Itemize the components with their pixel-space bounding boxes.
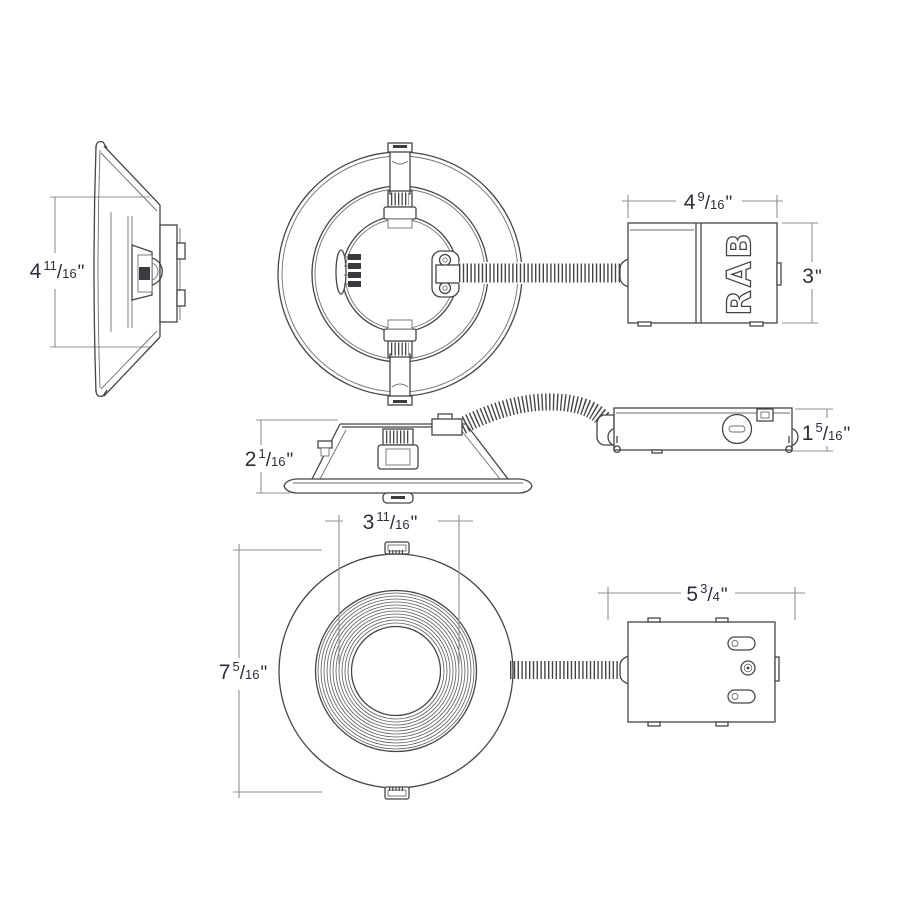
housing-body (159, 224, 178, 323)
trim-tab-bottom (384, 786, 410, 800)
trim-tab-top (384, 541, 410, 555)
fixture-back-view (277, 142, 624, 406)
jbox-body (627, 222, 778, 324)
conduit-bracket (431, 250, 461, 298)
jbox-side-tab (776, 262, 782, 286)
spring-clip-top (383, 142, 417, 229)
bottom-box-tab (774, 656, 780, 682)
keyhole-slot-bottom (727, 689, 756, 704)
spring-clip-side (377, 428, 419, 504)
spring-curve (151, 257, 163, 286)
conduit-connector (619, 258, 630, 288)
bracket-body (431, 418, 463, 436)
housing-tab-lower (176, 289, 186, 307)
baffle-rings (314, 589, 478, 753)
dim-jbox-top-height: 3" (782, 222, 822, 324)
latch-dark-detail (139, 267, 150, 280)
bottom-box-connector (619, 655, 630, 685)
terminal-block (335, 249, 361, 295)
trim-outer-circle (278, 553, 514, 789)
screw-bottom (438, 281, 452, 295)
screw-top (438, 253, 452, 267)
knockout-center (740, 660, 756, 676)
trim-profile-outline (93, 140, 186, 398)
flex-conduit-middle (457, 391, 615, 435)
trim-flange-side (283, 413, 533, 504)
trim-opening-circle (350, 625, 442, 717)
housing-tab-upper (176, 242, 186, 260)
knockout-circle (721, 413, 753, 445)
keyhole-slot-top (727, 636, 756, 651)
dim-jbox-top-height-label: 3" (802, 265, 821, 288)
latch-small (317, 440, 333, 449)
bottom-box-body (627, 621, 776, 723)
rab-logo: RAB (720, 230, 759, 315)
spring-clip-bottom (383, 319, 417, 406)
flat-junction-box (596, 407, 799, 454)
